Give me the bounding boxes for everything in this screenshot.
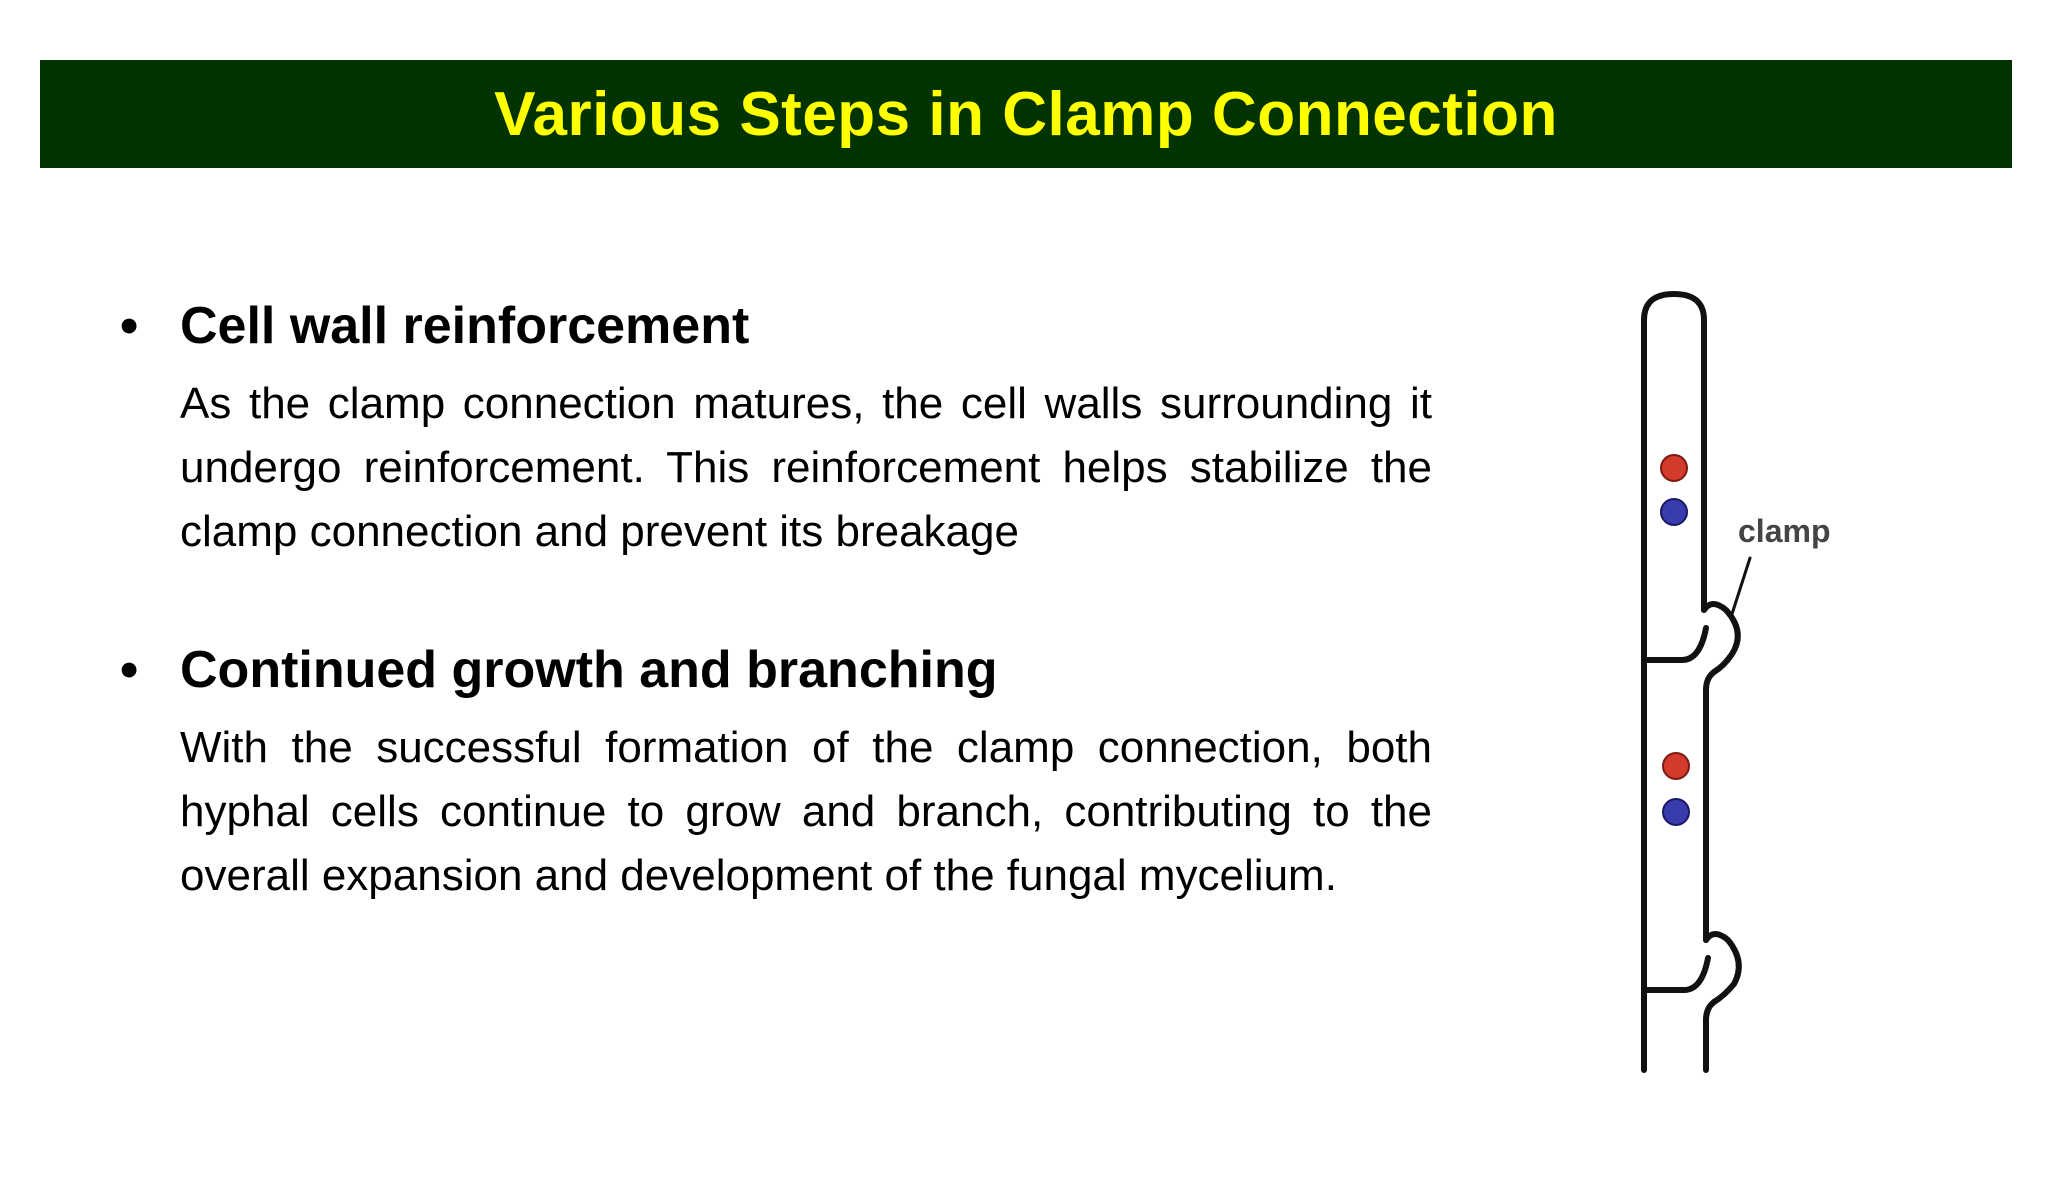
slide-content: • Cell wall reinforcement As the clamp c… [120, 290, 1432, 908]
clamp-connection-diagram: clamp [1600, 280, 1900, 1080]
section-paragraph: As the clamp connection matures, the cel… [180, 379, 1432, 556]
section-heading: Continued growth and branching [180, 641, 998, 699]
hypha-right-wall-middle [1703, 669, 1717, 943]
slide-title: Various Steps in Clamp Connection [494, 79, 1558, 149]
nucleus-blue-upper [1660, 498, 1688, 526]
section-paragraph: With the successful formation of the cla… [180, 723, 1432, 900]
nucleus-blue-lower [1662, 798, 1690, 826]
section-cell-wall-reinforcement: • Cell wall reinforcement As the clamp c… [120, 290, 1432, 564]
section-continued-growth: • Continued growth and branching With th… [120, 634, 1432, 908]
clamp-leader-line [1730, 556, 1752, 616]
clamp-label: clamp [1738, 513, 1830, 549]
lower-septum [1641, 955, 1711, 993]
title-bar: Various Steps in Clamp Connection [40, 60, 2012, 168]
nucleus-red-upper [1660, 454, 1688, 482]
upper-clamp [1701, 601, 1741, 675]
upper-septum [1641, 625, 1709, 663]
bullet-icon: • [120, 297, 139, 355]
lower-clamp [1703, 931, 1742, 1005]
section-heading: Cell wall reinforcement [180, 297, 750, 355]
hypha-right-wall-bottom [1703, 999, 1717, 1073]
hypha-left-wall [1641, 291, 1707, 1073]
nucleus-red-lower [1662, 752, 1690, 780]
hypha-illustration: clamp [1641, 291, 1830, 1073]
bullet-icon: • [120, 641, 139, 699]
